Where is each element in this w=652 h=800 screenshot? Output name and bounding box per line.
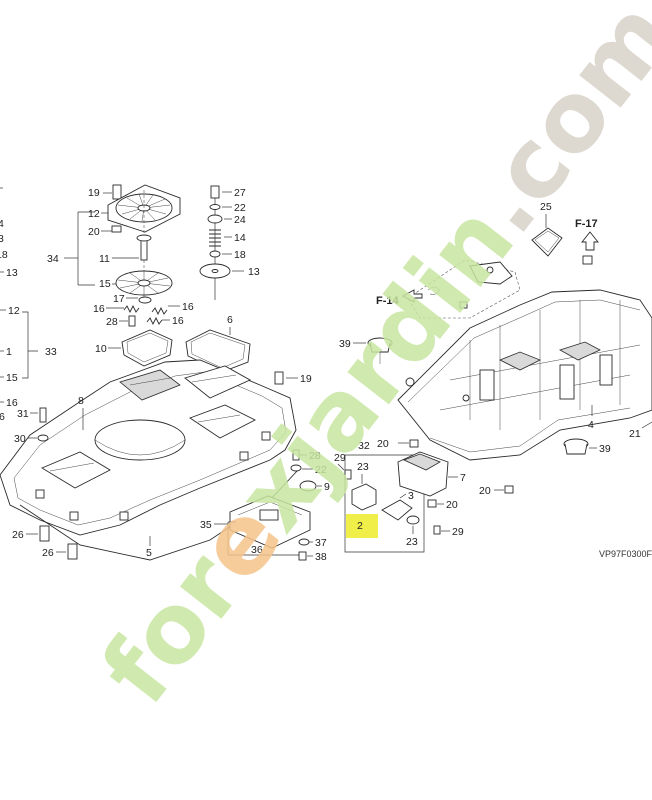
spring-16-a bbox=[123, 304, 140, 314]
callout-11: 11 bbox=[99, 253, 110, 265]
clamp-group: 32 23 2 3 23 29 29 bbox=[334, 440, 464, 553]
callout-35: 35 bbox=[200, 519, 212, 531]
callout-23-a: 23 bbox=[357, 461, 369, 473]
callout-9: 9 bbox=[324, 481, 330, 493]
callout-3-edge: 3 bbox=[0, 233, 4, 245]
callout-21: 21 bbox=[629, 428, 641, 440]
bracket-assembly: 35 36 37 38 bbox=[200, 495, 327, 563]
ref-f17-group: 25 F-17 bbox=[531, 201, 599, 265]
callout-20-left: 20 bbox=[377, 438, 389, 450]
callout-5: 5 bbox=[146, 547, 152, 559]
arrow-f17 bbox=[581, 231, 599, 251]
callout-6: 6 bbox=[227, 314, 233, 326]
bracket-35 bbox=[229, 495, 311, 549]
chassis-body bbox=[397, 289, 652, 461]
callout-39-right: 39 bbox=[599, 443, 611, 455]
callout-34: 34 bbox=[47, 253, 59, 265]
spring-14 bbox=[209, 229, 221, 247]
callout-12-top: 12 bbox=[88, 208, 100, 220]
callout-25: 25 bbox=[540, 201, 552, 213]
arrow-f14 bbox=[402, 289, 423, 303]
diagram-code: VP97F0300F bbox=[599, 549, 652, 559]
callout-28-left: 28 bbox=[106, 316, 118, 328]
callout-29-left: 29 bbox=[334, 452, 346, 464]
callout-1-left: 1 bbox=[6, 346, 12, 358]
callout-20-top: 20 bbox=[88, 226, 100, 238]
ref-f14-group: F-14 bbox=[376, 259, 521, 319]
callout-8: 8 bbox=[78, 395, 84, 407]
callout-29-right: 29 bbox=[452, 526, 464, 538]
callout-18: 18 bbox=[234, 249, 246, 261]
bolt-stack: 27 22 24 14 18 13 6 bbox=[185, 185, 260, 373]
gasket-10 bbox=[121, 329, 173, 367]
callout-19-mid: 19 bbox=[300, 373, 312, 385]
callout-12-left: 12 bbox=[8, 305, 20, 317]
left-edge-callouts: 4 3 18 13 12 1 15 16 6 33 bbox=[0, 187, 57, 423]
callout-23-b: 23 bbox=[406, 536, 418, 548]
cap-39-top: 39 bbox=[339, 337, 393, 364]
callout-27: 27 bbox=[234, 187, 246, 199]
callout-22: 22 bbox=[315, 464, 327, 476]
callout-20-mid: 20 bbox=[446, 499, 458, 511]
clip-3 bbox=[381, 499, 413, 521]
callout-6-edge: 6 bbox=[0, 411, 5, 423]
callout-17: 17 bbox=[113, 293, 125, 305]
callout-16-c: 16 bbox=[172, 315, 184, 327]
callout-13-edge: 13 bbox=[6, 267, 18, 279]
callout-4: 4 bbox=[588, 419, 594, 431]
callout-30: 30 bbox=[14, 433, 26, 445]
bracket-7: 7 20 bbox=[397, 451, 466, 511]
callout-2: 2 bbox=[357, 520, 363, 532]
screw-19 bbox=[112, 184, 122, 200]
callout-16-left: 16 bbox=[6, 397, 18, 409]
highlight-part-2 bbox=[346, 514, 378, 538]
nut-20 bbox=[111, 225, 122, 233]
callout-24: 24 bbox=[234, 214, 246, 226]
callout-32: 32 bbox=[358, 440, 370, 452]
callout-28: 28 bbox=[309, 450, 321, 462]
callout-22-top: 22 bbox=[234, 202, 246, 214]
callout-39-top: 39 bbox=[339, 338, 351, 350]
callout-15: 15 bbox=[99, 278, 111, 290]
callout-10: 10 bbox=[95, 343, 107, 355]
callout-7: 7 bbox=[460, 472, 466, 484]
callout-37: 37 bbox=[315, 537, 327, 549]
callout-3: 3 bbox=[408, 490, 414, 502]
callout-16-a: 16 bbox=[93, 303, 105, 315]
ref-f17: F-17 bbox=[575, 218, 598, 230]
callout-38: 38 bbox=[315, 551, 327, 563]
spring-16-b bbox=[151, 306, 168, 316]
lower-housing: 4 21 20 20 39 bbox=[377, 289, 652, 497]
callout-18-edge: 18 bbox=[0, 249, 8, 261]
callout-20-low: 20 bbox=[479, 485, 491, 497]
callout-13: 13 bbox=[248, 266, 260, 278]
callout-14: 14 bbox=[234, 232, 246, 244]
callout-33: 33 bbox=[45, 346, 57, 358]
callout-31: 31 bbox=[17, 408, 29, 420]
callout-26-b: 26 bbox=[42, 547, 54, 559]
callout-16-b: 16 bbox=[182, 301, 194, 313]
spring-16-c bbox=[146, 316, 163, 326]
ref-f14: F-14 bbox=[376, 295, 400, 307]
gasket-5 bbox=[19, 469, 299, 561]
callout-26-a: 26 bbox=[12, 529, 24, 541]
clamp-23 bbox=[351, 483, 377, 511]
fan-assembly-left: 34 19 12 20 11 bbox=[47, 184, 194, 367]
gasket-25 bbox=[531, 227, 563, 257]
housing-fasteners: 19 28 22 9 bbox=[274, 371, 330, 493]
callout-15-left: 15 bbox=[6, 372, 18, 384]
callout-36: 36 bbox=[251, 544, 263, 556]
callout-19-top: 19 bbox=[88, 187, 100, 199]
upper-housing: 5 8 31 30 26 26 bbox=[0, 359, 299, 561]
callout-4-edge: 4 bbox=[0, 218, 4, 230]
gasket-6 bbox=[185, 329, 251, 373]
